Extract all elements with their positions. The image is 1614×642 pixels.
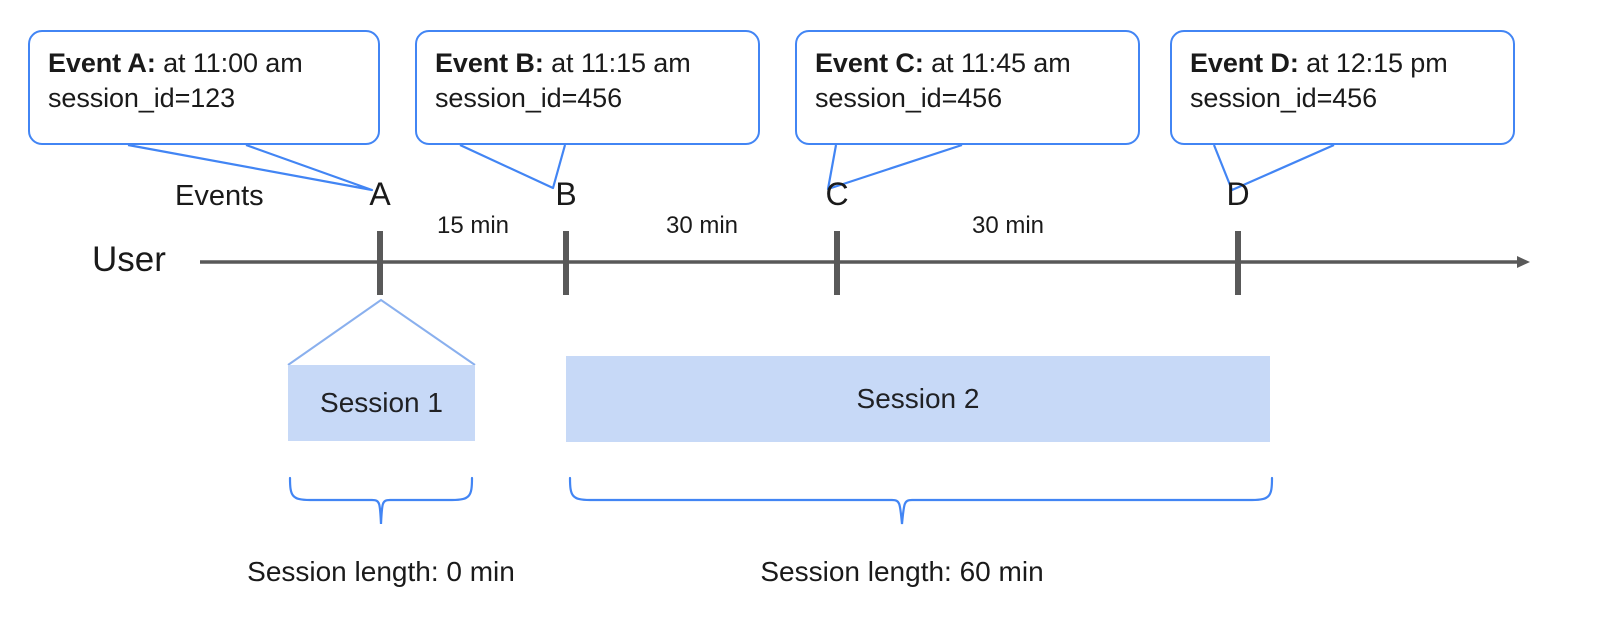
callout-time-text: at 11:15 am [551,48,691,78]
callout-tail-a [127,143,374,192]
event-letter-a: A [369,176,391,212]
callout-session-line: session_id=123 [48,83,235,114]
callout-event-b[interactable]: Event B: at 11:15 am session_id=456 [415,30,760,145]
callout-event-label: Event B: [435,48,544,78]
callout-line-primary: Event B: at 11:15 am [435,46,742,81]
callout-time-text: at 11:45 am [931,48,1071,78]
callout-event-d[interactable]: Event D: at 12:15 pm session_id=456 [1170,30,1515,145]
callout-session-line: session_id=456 [435,83,622,114]
session-2-label: Session 2 [856,383,980,414]
session-2-brace [568,476,1274,525]
event-letter-d: D [1226,176,1250,212]
callout-event-label: Event A: [48,48,156,78]
callout-line-primary: Event A: at 11:00 am [48,46,362,81]
callout-event-c[interactable]: Event C: at 11:45 am session_id=456 [795,30,1140,145]
callout-tail-d [1212,143,1335,192]
event-letter-b: B [555,176,577,212]
callout-tail-b [459,144,567,190]
gap-label-c-d: 30 min [971,212,1045,239]
event-letter-c: C [825,176,849,212]
callout-tail-c [826,143,963,191]
session-1-length-label: Session length: 0 min [247,556,515,587]
callout-session-line: session_id=456 [815,83,1002,114]
callout-line-primary: Event D: at 12:15 pm [1190,46,1497,81]
events-row-label: Events [175,180,264,212]
session-2-length-label: Session length: 60 min [760,556,1044,587]
session-1-box[interactable]: Session 1 [288,365,475,441]
callout-event-label: Event D: [1190,48,1299,78]
callout-event-label: Event C: [815,48,924,78]
session-2-box[interactable]: Session 2 [566,356,1270,442]
gap-label-b-c: 30 min [665,212,739,239]
callout-session-line: session_id=456 [1190,83,1377,114]
session-1-brace [288,476,474,525]
user-row-label: User [92,240,166,279]
session-1-funnel [287,298,476,366]
callout-line-primary: Event C: at 11:45 am [815,46,1122,81]
callout-time-text: at 11:00 am [163,48,303,78]
session-1-label: Session 1 [320,387,443,418]
callout-time-text: at 12:15 pm [1306,48,1448,78]
callout-event-a[interactable]: Event A: at 11:00 am session_id=123 [28,30,380,145]
gap-label-a-b: 15 min [436,212,510,239]
